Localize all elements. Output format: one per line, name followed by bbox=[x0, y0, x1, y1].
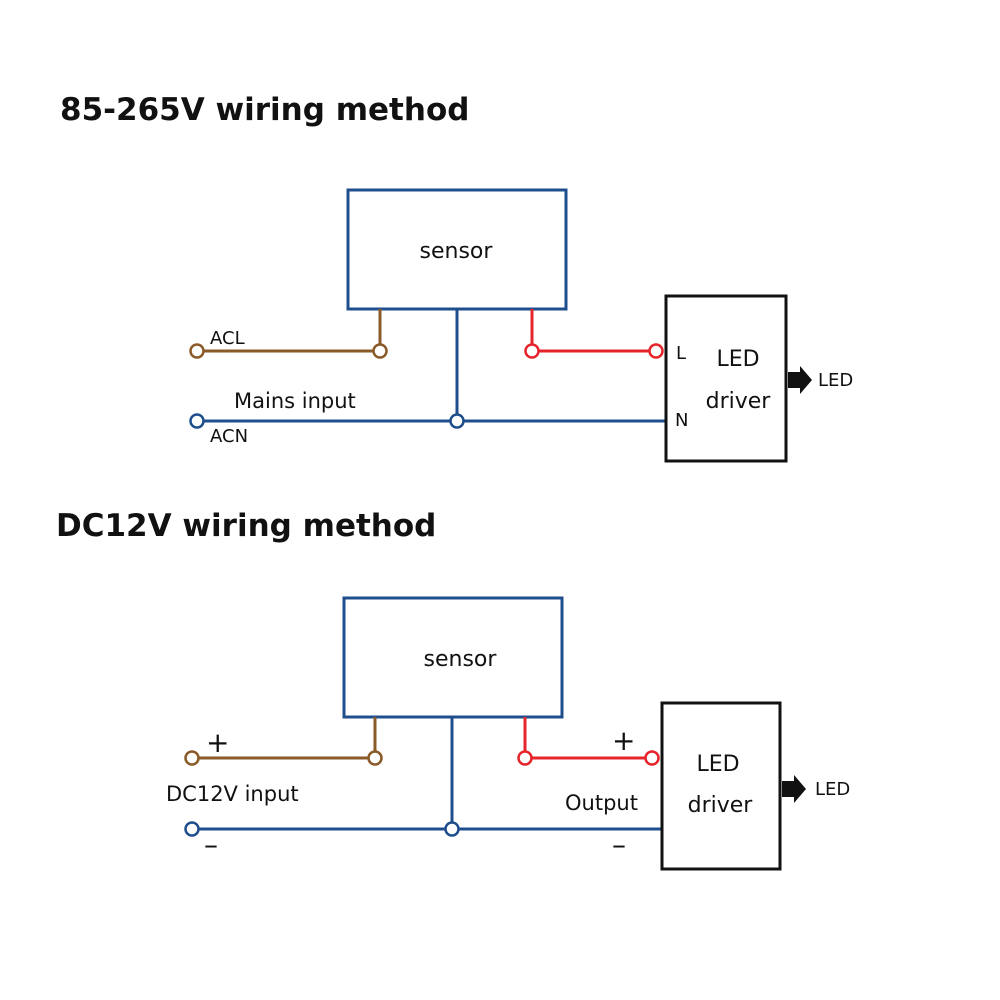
ac-acn-label: ACN bbox=[210, 426, 248, 447]
dc-minus-input-terminal bbox=[184, 821, 200, 837]
ac-terminal-n-label: N bbox=[675, 410, 688, 431]
dc-section-title: DC12V wiring method bbox=[56, 508, 436, 544]
dc-led-driver-box bbox=[660, 701, 782, 871]
ac-sensor-label: sensor bbox=[420, 239, 494, 264]
ac-terminal-l-label: L bbox=[676, 343, 686, 364]
ac-acl-terminal bbox=[189, 343, 205, 359]
dc-output-arrow-icon bbox=[782, 775, 806, 803]
ac-mains-input-label: Mains input bbox=[234, 389, 356, 413]
dc-plus-output-label: + bbox=[612, 724, 635, 757]
ac-driver-label-line1: LED bbox=[716, 347, 759, 372]
ac-sensor-box bbox=[346, 188, 568, 311]
dc-minus-output-label: – bbox=[612, 828, 626, 861]
ac-led-output-label: LED bbox=[818, 370, 853, 391]
dc-input-label: DC12V input bbox=[166, 782, 299, 806]
ac-neutral-junction bbox=[449, 413, 465, 429]
dc-sensor-label: sensor bbox=[424, 647, 498, 672]
dc-output-wire-label: Output bbox=[565, 791, 638, 815]
dc-sensor-box bbox=[342, 596, 564, 719]
dc-driver-plus-terminal bbox=[644, 750, 660, 766]
ac-sensor-output-terminal bbox=[524, 343, 540, 359]
ac-acn-terminal bbox=[189, 413, 205, 429]
ac-output-arrow-icon bbox=[788, 366, 812, 394]
dc-led-output-label: LED bbox=[815, 779, 850, 800]
dc-minus-junction bbox=[444, 821, 460, 837]
dc-minus-input-label: – bbox=[204, 828, 218, 861]
dc-driver-label-line2: driver bbox=[688, 793, 754, 818]
ac-led-driver-box bbox=[664, 294, 788, 463]
dc-sensor-plus-terminal bbox=[367, 750, 383, 766]
ac-driver-l-terminal bbox=[648, 343, 664, 359]
ac-section: 85-265V wiring method sensor ACL ACN Mai… bbox=[60, 92, 853, 463]
dc-section: DC12V wiring method sensor + DC12V input… bbox=[56, 508, 850, 871]
dc-sensor-output-terminal bbox=[517, 750, 533, 766]
ac-sensor-acl-terminal bbox=[372, 343, 388, 359]
dc-driver-label-line1: LED bbox=[696, 752, 739, 777]
ac-acl-label: ACL bbox=[210, 328, 245, 349]
ac-driver-label-line2: driver bbox=[706, 389, 772, 414]
dc-plus-input-label: + bbox=[206, 726, 229, 759]
ac-section-title: 85-265V wiring method bbox=[60, 92, 469, 128]
dc-plus-input-terminal bbox=[184, 750, 200, 766]
